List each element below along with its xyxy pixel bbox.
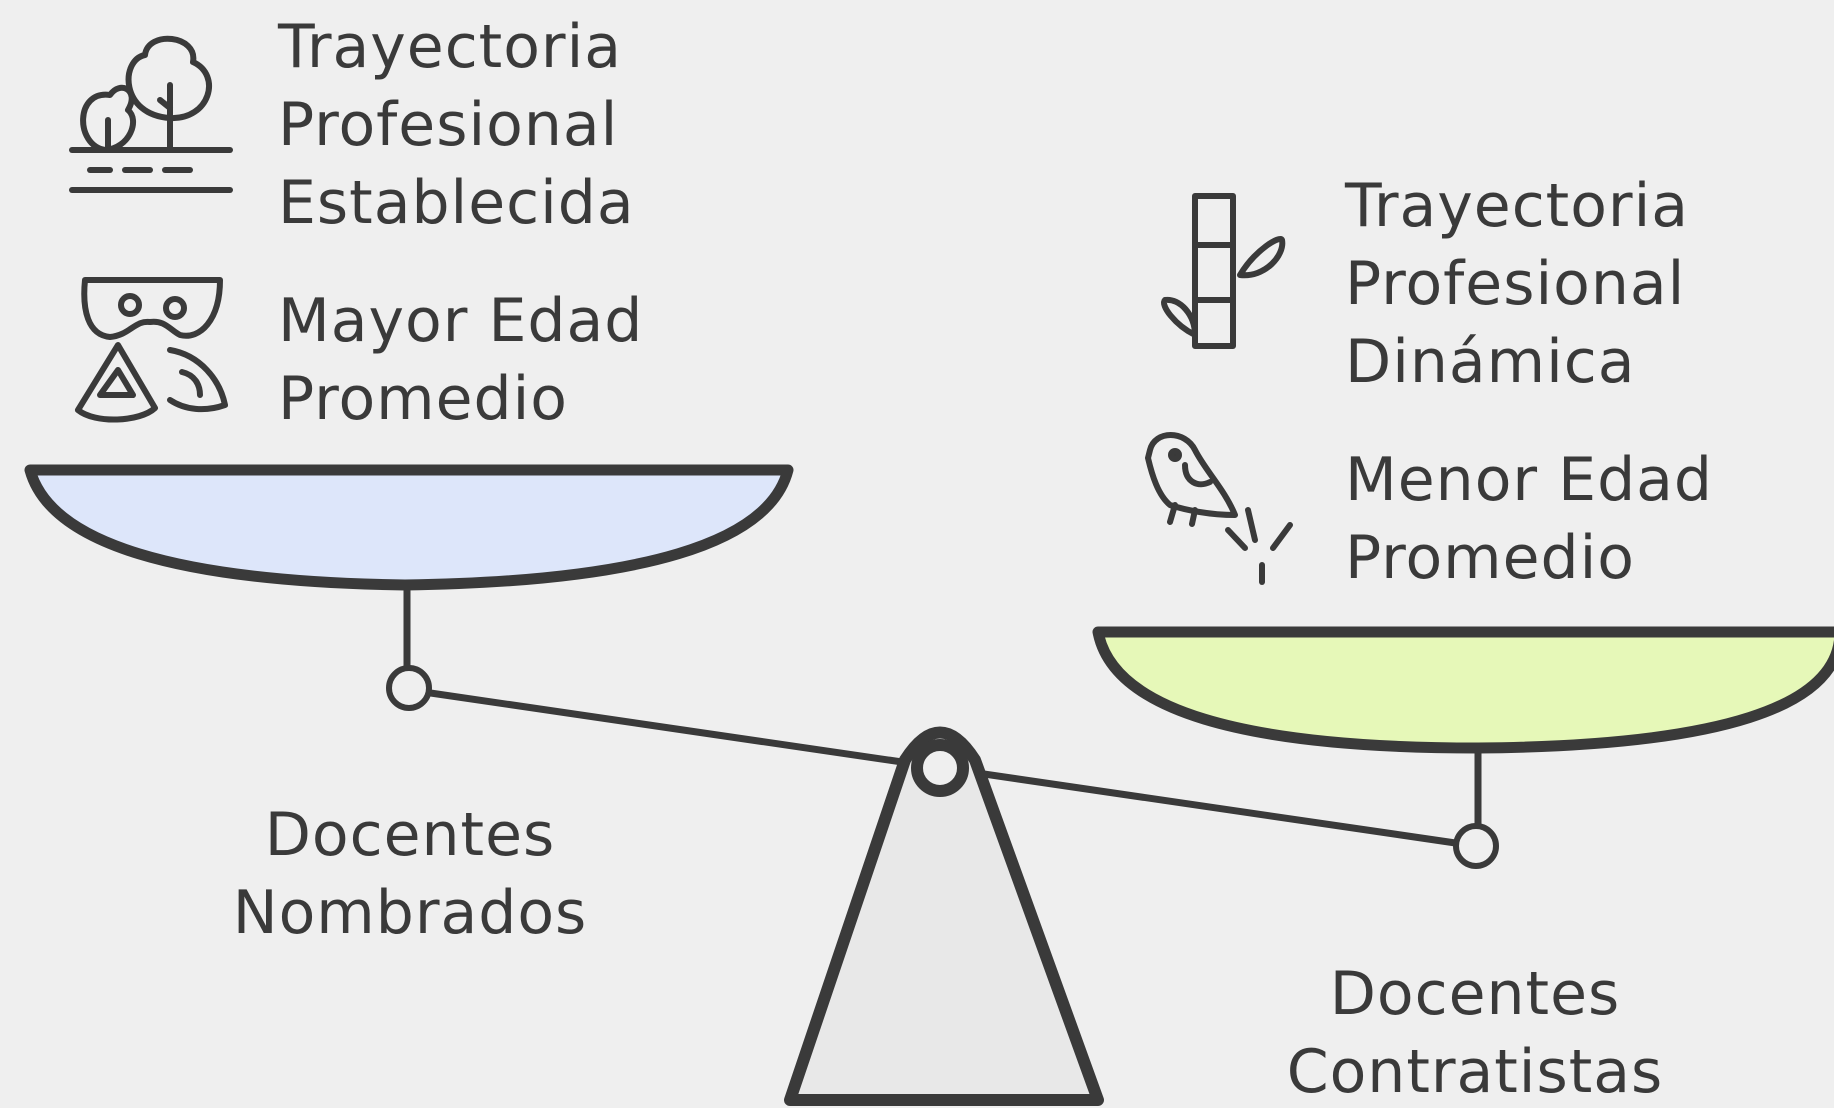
left-pan bbox=[24, 464, 794, 591]
right-trait-age: Menor Edad Promedio bbox=[1345, 441, 1713, 597]
right-trait-career: Trayectoria Profesional Dinámica bbox=[1345, 167, 1689, 401]
masks-icon bbox=[75, 277, 228, 423]
left-hanger-ring bbox=[386, 665, 432, 711]
left-title-line: Nombrados bbox=[232, 878, 588, 948]
right-trait-career-line: Trayectoria bbox=[1345, 171, 1690, 241]
right-trait-career-line: Profesional bbox=[1345, 249, 1686, 319]
left-trait-age-line: Mayor Edad bbox=[278, 286, 644, 356]
left-title: Docentes Nombrados bbox=[210, 796, 610, 952]
left-trait-career-line: Profesional bbox=[278, 90, 619, 160]
right-title-line: Contratistas bbox=[1286, 1037, 1664, 1107]
right-title: Docentes Contratistas bbox=[1260, 955, 1690, 1108]
right-trait-age-line: Menor Edad bbox=[1345, 445, 1714, 515]
left-trait-career-line: Establecida bbox=[278, 168, 635, 238]
fulcrum-pivot bbox=[911, 739, 969, 797]
trees-icon bbox=[69, 35, 233, 193]
left-trait-career: Trayectoria Profesional Establecida bbox=[278, 8, 635, 242]
left-trait-age: Mayor Edad Promedio bbox=[278, 282, 643, 438]
left-trait-career-line: Trayectoria bbox=[278, 12, 623, 82]
left-title-line: Docentes bbox=[264, 800, 556, 870]
left-trait-age-line: Promedio bbox=[278, 364, 569, 434]
right-title-line: Docentes bbox=[1329, 959, 1621, 1029]
fulcrum bbox=[784, 726, 1104, 1106]
right-trait-age-line: Promedio bbox=[1345, 523, 1636, 593]
right-trait-career-line: Dinámica bbox=[1345, 327, 1636, 397]
bamboo-icon bbox=[1161, 193, 1286, 349]
bird-icon bbox=[1145, 432, 1293, 585]
right-pan bbox=[1092, 626, 1834, 754]
right-hanger-ring bbox=[1453, 823, 1499, 869]
